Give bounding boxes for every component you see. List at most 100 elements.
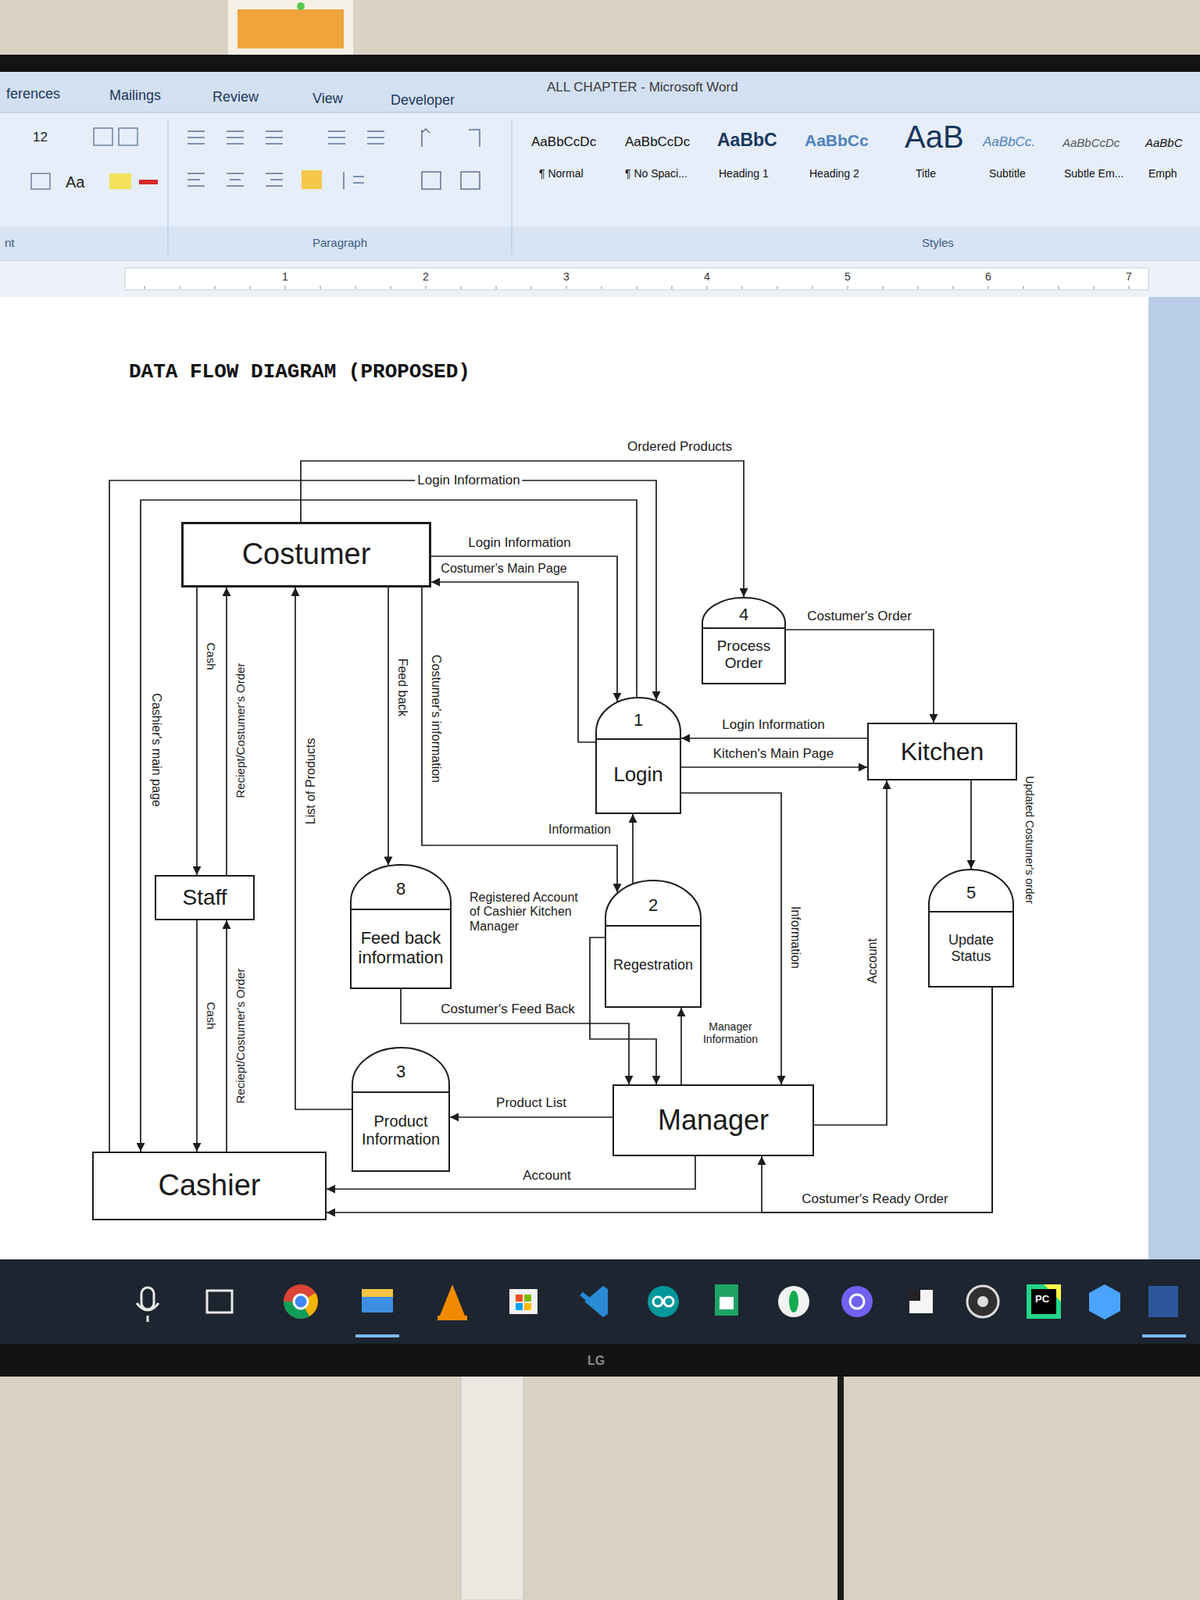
data-flow [450, 1116, 613, 1118]
diagram-title: DATA FLOW DIAGRAM (PROPOSED) [128, 360, 471, 385]
word-ribbon-part [0, 71, 1200, 113]
ruler-tick [812, 285, 814, 290]
word-ribbon-part-part [226, 131, 244, 144]
external-entity-box: Staff [154, 875, 255, 921]
word-ribbon-part [0, 226, 1200, 261]
ruler-tick [390, 285, 392, 290]
group-label: Paragraph [312, 235, 368, 250]
process-symbol: 4Process Order [701, 596, 786, 685]
style-sample: AaBbC [1145, 135, 1183, 150]
word-ribbon-part-part [187, 173, 205, 186]
taskbar-part [207, 1290, 233, 1313]
ruler-tick [777, 285, 779, 290]
taskbar-part [355, 1334, 400, 1338]
group-label: Styles [921, 235, 954, 250]
flow-label: Login Information [414, 472, 522, 489]
ruler-tick [636, 285, 638, 290]
flow-label: Costumer's Ready Order [799, 1191, 950, 1208]
style-sample: AaBbCcDc [625, 134, 690, 150]
ruler-tick [460, 285, 462, 290]
style-name: ¶ No Spaci... [625, 167, 688, 180]
flow-label: Information [546, 822, 614, 837]
process-outline-path [605, 880, 701, 1008]
taskbar-part [1089, 1284, 1121, 1320]
ruler-tick [1128, 285, 1130, 290]
ribbon-tab: Mailings [109, 87, 161, 104]
taskbar-part [136, 1303, 159, 1322]
taskbar-part [361, 1296, 393, 1313]
data-flow [225, 587, 228, 875]
monitor-bezel [0, 54, 1200, 1377]
taskbar-part [524, 1303, 532, 1311]
style-sample: AaBbCcDc [1062, 135, 1120, 150]
data-flow [814, 780, 887, 1125]
ruler-number: 7 [1125, 270, 1133, 283]
ribbon-tab: Developer [390, 92, 455, 109]
word-ribbon-part-part [301, 170, 322, 190]
data-flow [431, 582, 596, 743]
flow-label: Login Information [465, 535, 573, 551]
ruler-tick [285, 285, 286, 290]
flow-label: Account [520, 1167, 573, 1184]
process-outline-path [702, 597, 786, 684]
data-flow [785, 629, 934, 723]
taskbar-part [515, 1303, 523, 1311]
ruler-tick [917, 285, 919, 290]
wall-notice-part [237, 9, 344, 49]
taskbar [0, 1259, 1200, 1344]
flow-label: Account [865, 935, 880, 986]
monitor-stand [460, 1375, 841, 1600]
wall-notice-part [228, 0, 354, 55]
process-name: Product Information [351, 1110, 450, 1150]
ruler-tick [742, 285, 743, 290]
ruler-number: 4 [703, 270, 711, 283]
entity-name: Manager [657, 1103, 769, 1136]
taskbar-part [909, 1289, 921, 1301]
word-ribbon-part [31, 173, 50, 190]
flow-label: Ordered Products [625, 439, 735, 455]
data-flow [196, 920, 198, 1152]
external-entity-box: Cashier [92, 1151, 327, 1221]
process-name: Feed back information [350, 926, 452, 970]
document-page [0, 296, 1200, 1260]
document-page-part [0, 296, 1200, 1260]
taskbar-part [1026, 1284, 1061, 1319]
data-flow [632, 814, 634, 884]
process-symbol: 3Product Information [351, 1046, 450, 1172]
ruler-tick [496, 285, 497, 290]
style-name: ¶ Normal [539, 167, 584, 180]
process-outline-path [352, 1047, 450, 1172]
flow-label: Feed back [395, 656, 410, 720]
process-divider [928, 910, 1014, 913]
taskbar-part [967, 1285, 999, 1318]
taskbar-part [437, 1315, 468, 1321]
word-ribbon-part [0, 112, 1200, 261]
word-ribbon-part [109, 173, 132, 190]
word-ribbon-part-part [343, 171, 365, 190]
ruler-tick [179, 285, 181, 290]
process-number: 3 [351, 1046, 450, 1093]
flow-label: Costumer's information [428, 652, 443, 786]
taskbar-part [653, 1296, 663, 1307]
taskbar-part [283, 1284, 318, 1319]
style-sample: AaBbCc [804, 131, 869, 150]
word-ribbon-part [93, 128, 113, 146]
process-number: 2 [604, 879, 702, 926]
ruler-tick [566, 285, 568, 290]
external-entity-box: Costumer [181, 521, 432, 588]
group-label: nt [4, 235, 15, 250]
brand-logo: LG [587, 1353, 605, 1368]
taskbar-part [714, 1284, 739, 1316]
word-ribbon-part-part [421, 128, 430, 147]
process-outline-path [350, 864, 451, 989]
data-flow [681, 766, 868, 768]
ruler-tick [320, 285, 322, 290]
flow-label: Cash [203, 639, 218, 672]
ruler-part [144, 285, 1129, 290]
ruler-part [125, 267, 1149, 290]
word-ribbon-part [118, 128, 138, 146]
taskbar-part [1031, 1289, 1057, 1315]
taskbar-part [141, 1287, 154, 1310]
font-button: Aa [65, 173, 85, 192]
